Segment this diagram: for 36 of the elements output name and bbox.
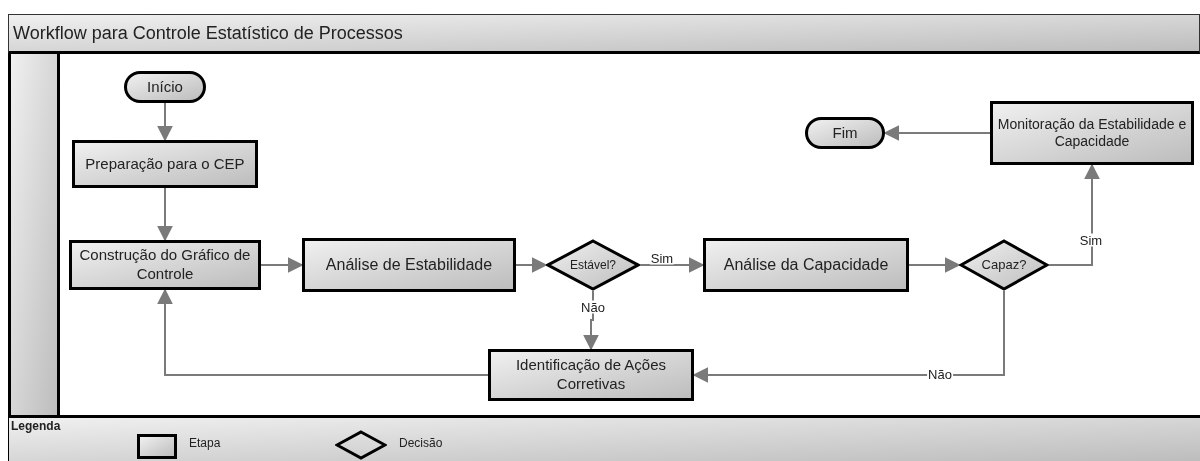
process-box: [488, 349, 694, 401]
node-text: Estável?: [570, 257, 616, 273]
arrow: [260, 257, 304, 273]
arrow: [639, 257, 705, 273]
process-box: [990, 101, 1194, 165]
node-text: Fim: [832, 123, 858, 143]
arrow: [157, 102, 173, 142]
node-text: Capaz?: [981, 256, 1027, 274]
process-box: [703, 238, 909, 292]
edge-label: Não: [927, 367, 953, 381]
process-box: [72, 140, 258, 188]
node-text: Identificação de Ações Corretivas: [514, 356, 668, 394]
arrow: [908, 257, 961, 273]
node-text: Análise da Capacidade: [723, 255, 889, 275]
legend-label: Etapa: [189, 437, 221, 449]
diagram-title: Workflow para Controle Estatístico de Processos: [13, 24, 403, 42]
arrow: [883, 125, 991, 141]
terminal-pill: [124, 71, 206, 103]
process-box: [69, 240, 261, 290]
arrow: [1048, 163, 1100, 266]
terminal-pill: [805, 117, 885, 149]
node-text: Início: [147, 77, 183, 97]
arrow: [515, 257, 548, 273]
legend-label: Decisão: [399, 437, 443, 449]
node-text: Preparação para o CEP: [85, 154, 245, 174]
edge-label: Sim: [649, 251, 675, 265]
arrow: [157, 187, 173, 242]
node-text: Monitoração da Estabilidade e Capacidade: [997, 115, 1187, 151]
arrow: [692, 290, 1005, 383]
node-text: Análise de Estabilidade: [325, 255, 493, 275]
node-text: Construção do Gráfico de Controle: [78, 246, 252, 284]
process-box: [302, 238, 516, 292]
legend-heading: Legenda: [11, 420, 61, 432]
edge-label: Sim: [1078, 233, 1104, 247]
arrow: [157, 288, 489, 376]
edge-label: Não: [580, 300, 606, 314]
